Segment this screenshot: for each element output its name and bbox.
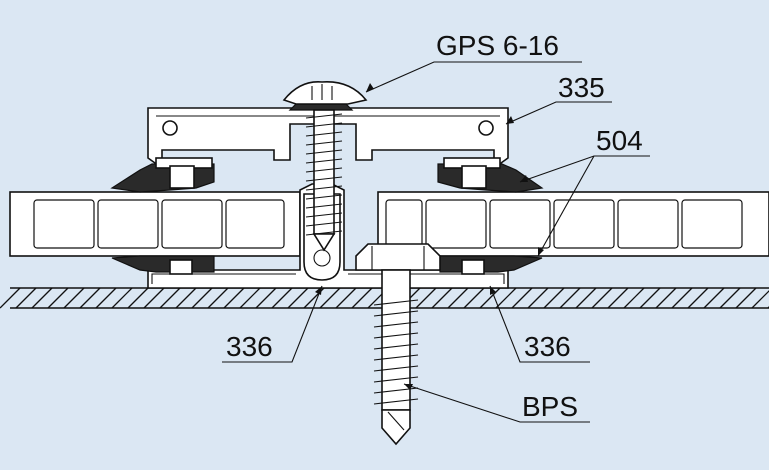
lower-gasket-left	[111, 255, 215, 275]
leader-lines	[222, 61, 650, 423]
upper-gasket-right	[437, 157, 544, 193]
bps-screw	[355, 243, 441, 446]
right-multiwall-panel	[377, 191, 769, 257]
label-profile-335: 335	[558, 72, 605, 103]
label-gasket-504: 504	[596, 125, 643, 156]
left-multiwall-panel	[9, 191, 301, 257]
label-base-336-right: 336	[524, 331, 571, 362]
upper-gasket-left	[110, 157, 215, 193]
lower-gasket-right	[439, 255, 543, 275]
label-bps: BPS	[522, 391, 578, 422]
label-base-336-left: 336	[226, 331, 273, 362]
gps-screw	[282, 81, 368, 252]
label-gps: GPS 6-16	[436, 30, 559, 61]
substrate-base	[0, 287, 769, 309]
